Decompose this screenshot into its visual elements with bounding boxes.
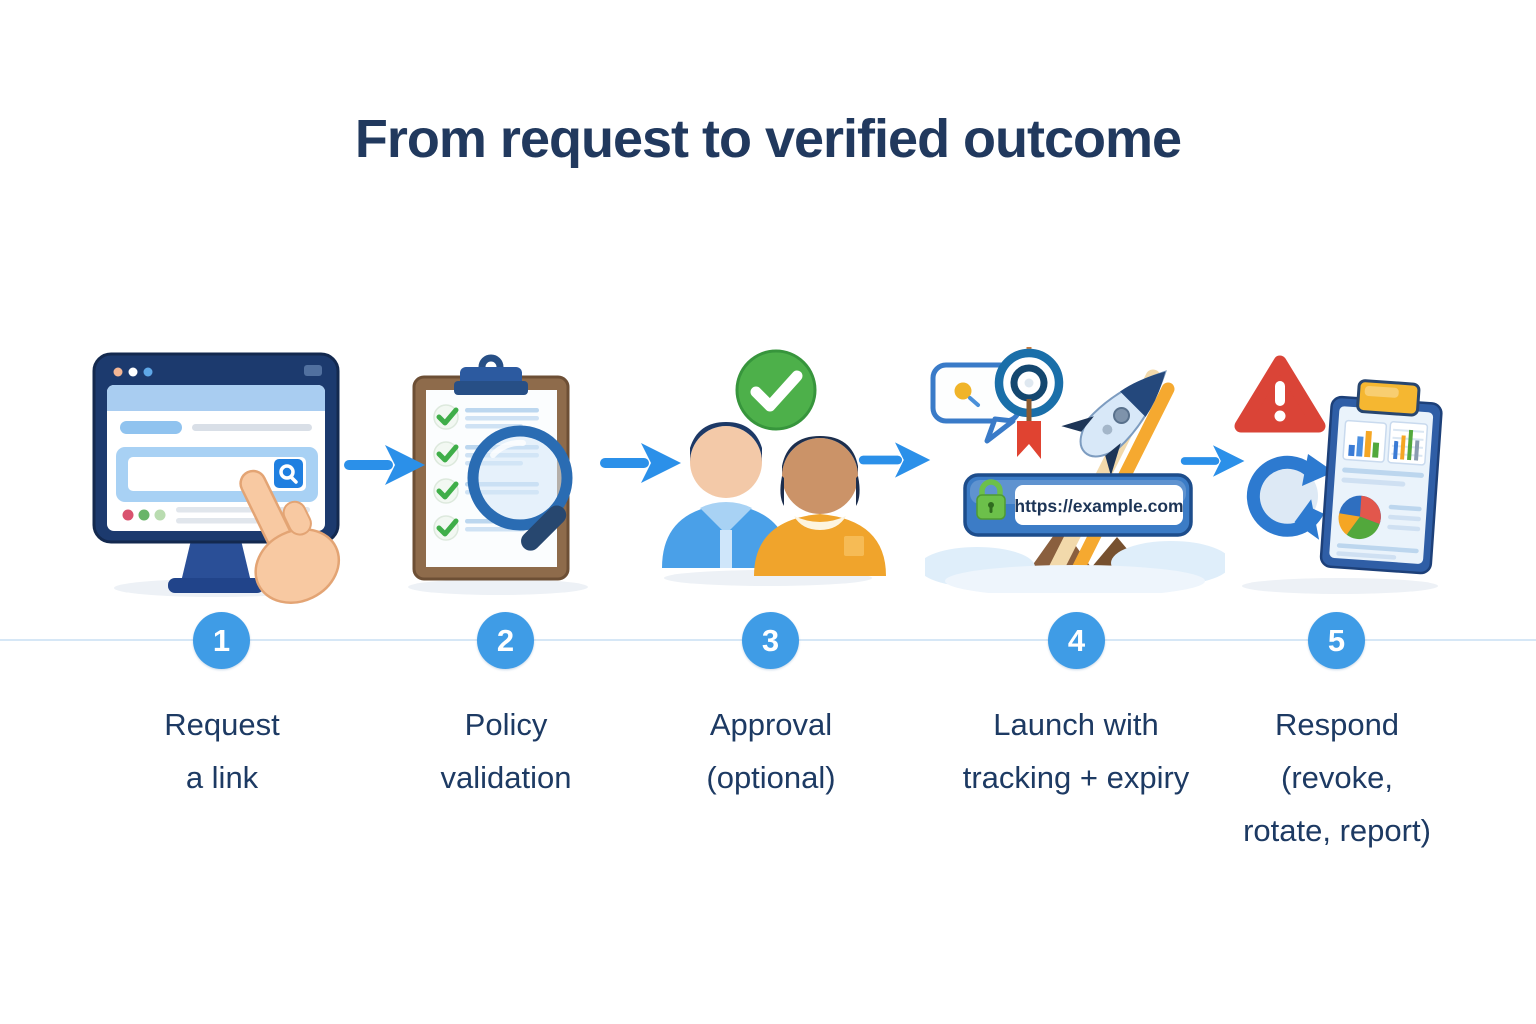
alert-rotate-report-icon bbox=[1234, 355, 1443, 594]
target-icon bbox=[994, 347, 1064, 459]
step-label-4: Launch with tracking + expiry bbox=[963, 698, 1190, 804]
step-label-line: Respond bbox=[1274, 707, 1400, 742]
flow-arrow-icon bbox=[1180, 445, 1245, 477]
step-number-badge-2: 2 bbox=[477, 612, 534, 669]
step-label-line: a link bbox=[185, 760, 259, 795]
step-label-line: tracking + expiry bbox=[962, 760, 1190, 795]
step-label-1: Request a link bbox=[164, 698, 279, 804]
column-chart-icon bbox=[1387, 421, 1429, 466]
step-label-line: Policy bbox=[464, 707, 548, 742]
step-number: 3 bbox=[761, 622, 780, 658]
ribbon-icon bbox=[1017, 421, 1041, 459]
step-number-badge-5: 5 bbox=[1308, 612, 1365, 669]
step-label-3: Approval (optional) bbox=[706, 698, 835, 804]
pie-chart-icon bbox=[1338, 495, 1381, 540]
step-label-line: rotate, report) bbox=[1243, 813, 1431, 848]
foreground-clouds bbox=[925, 541, 1225, 593]
rotate-arrows-icon bbox=[1246, 454, 1334, 540]
flow-arrow-icon bbox=[344, 445, 425, 485]
clipboard-checklist-magnifier-icon bbox=[408, 354, 588, 595]
monitor-request-click-icon bbox=[92, 352, 341, 604]
page-title: From request to verified outcome bbox=[354, 109, 1182, 169]
url-bar-rocket-launch-icon: https://example.com bbox=[925, 347, 1225, 593]
lock-icon bbox=[976, 479, 1006, 520]
step-label-line: (revoke, bbox=[1281, 760, 1393, 795]
check-badge-icon bbox=[735, 349, 817, 431]
step-number: 1 bbox=[212, 622, 231, 658]
bar-chart-icon bbox=[1342, 419, 1388, 463]
report-clipboard-icon bbox=[1319, 379, 1443, 575]
search-button-icon bbox=[274, 459, 303, 488]
step-number-badge-4: 4 bbox=[1048, 612, 1105, 669]
warning-triangle-icon bbox=[1234, 355, 1326, 433]
approver-orange-avatar bbox=[754, 436, 886, 576]
rocket-icon bbox=[1061, 370, 1167, 476]
approvers-check-badge-icon bbox=[662, 349, 886, 586]
monitor-stand bbox=[168, 536, 264, 593]
step-number-badge-1: 1 bbox=[193, 612, 250, 669]
step-label-line: Launch with bbox=[993, 707, 1159, 742]
url-bar: https://example.com bbox=[963, 473, 1193, 537]
step-number: 4 bbox=[1067, 622, 1086, 658]
step-label-line: Approval bbox=[709, 707, 833, 742]
step-label-2: Policy validation bbox=[441, 698, 572, 804]
step-number: 5 bbox=[1327, 622, 1346, 658]
magnifier-icon bbox=[467, 425, 573, 551]
step-number: 2 bbox=[496, 622, 515, 658]
flow-arrow-icon bbox=[858, 442, 931, 478]
flow-arrow-icon bbox=[600, 443, 681, 483]
search-bar bbox=[116, 447, 318, 502]
url-text: https://example.com bbox=[1014, 496, 1183, 516]
step-label-line: validation bbox=[440, 760, 572, 795]
step-label-line: Request bbox=[164, 707, 280, 742]
step-label-5: Respond (revoke, rotate, report) bbox=[1243, 698, 1431, 857]
pointer-hand-icon bbox=[239, 469, 341, 604]
step-label-line: (optional) bbox=[706, 760, 836, 795]
step-number-badge-3: 3 bbox=[742, 612, 799, 669]
